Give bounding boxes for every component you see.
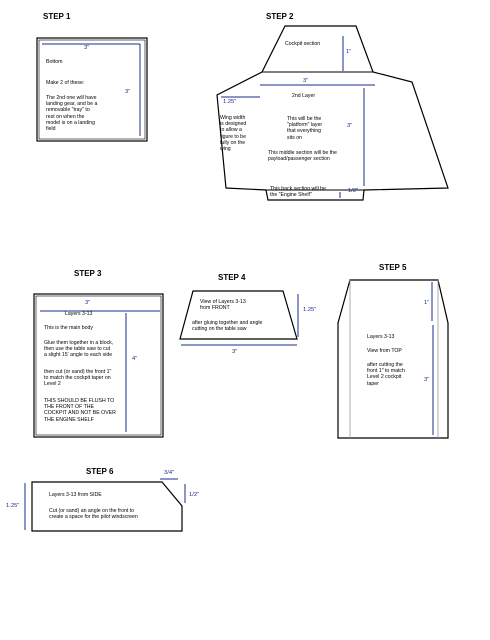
step1-note: The 2nd one will have landing gear, and … [46,95,98,133]
step5-after-note: after cutting the front 1" to match Leve… [367,362,405,387]
step5-view: View from TOP [367,348,402,354]
step6-title: STEP 6 [86,467,114,476]
step6-angle-dim: 1/2" [189,492,200,498]
step2-middle-note: This middle section will be the payload/… [268,150,337,163]
step2-cockpit-label: Cockpit section [285,41,321,47]
step1-width-dim: 3" [84,45,90,51]
step2-outline [216,25,449,201]
step1-inner-box [38,39,146,140]
step6-top-dim: 3/4" [164,470,175,476]
step2-wing-dim: 1.25" [223,99,237,105]
step6-cut-note: Cut (or sand) an angle on the front to c… [49,508,138,521]
step1-label: Bottom [46,59,63,65]
step3-flush-note: THIS SHOULD BE FLUSH TO THE FRONT OF THE… [44,398,116,423]
step3-cut-note: then cut (or sand) the front 1" to match… [44,369,112,388]
step6-height-dim: 1.25" [6,503,20,509]
step2-wing-note: Wing width is designed to allow a figure… [220,115,247,153]
step3-main: This is the main body [44,325,94,331]
step3-width-dim: 3" [85,300,91,306]
step4-after-note: after gluing together and angle cutting … [192,320,263,333]
step2-back-dim: 1/2" [348,188,359,194]
step6-outline [31,481,183,532]
step1-title: STEP 1 [43,12,71,21]
step4-width-dim: 3" [232,349,238,355]
step5-height-dim: 3" [424,377,430,383]
step4-trapezoid [179,290,298,340]
step5-layers: Layers 3-13 [367,334,395,340]
step4-view-note: View of Layers 3-13 from FRONT [200,299,246,312]
step5-front-dim: 1" [424,300,430,306]
step2-cockpit-dim: 1" [346,49,352,55]
step2-back-note: This back section will be the "Engine Sh… [270,186,326,199]
step3-inner-box [35,295,162,436]
step2-title: STEP 2 [266,12,294,21]
step1-note-heading: Make 2 of these: [46,80,85,86]
step5-title: STEP 5 [379,263,407,272]
step2-height-dim: 3" [347,123,353,129]
step1-height-dim: 3" [125,89,131,95]
step4-title: STEP 4 [218,273,246,282]
step6-layers: Layers 3-13 from SIDE [49,492,102,498]
step3-layers: Layers 3-13 [65,311,93,317]
step2-platform-note: This will be the "platform" layer that e… [287,116,323,141]
step3-glue-note: Glue them together in a block, then use … [44,340,114,359]
step2-layer-label: 2nd Layer [292,93,316,99]
step3-title: STEP 3 [74,269,102,278]
step3-outer-box [33,293,164,438]
step4-height-dim: 1.25" [303,307,317,313]
step2-width-dim: 3" [303,78,309,84]
step1-outer-box [36,37,148,142]
step3-side-dim: 4" [132,356,138,362]
